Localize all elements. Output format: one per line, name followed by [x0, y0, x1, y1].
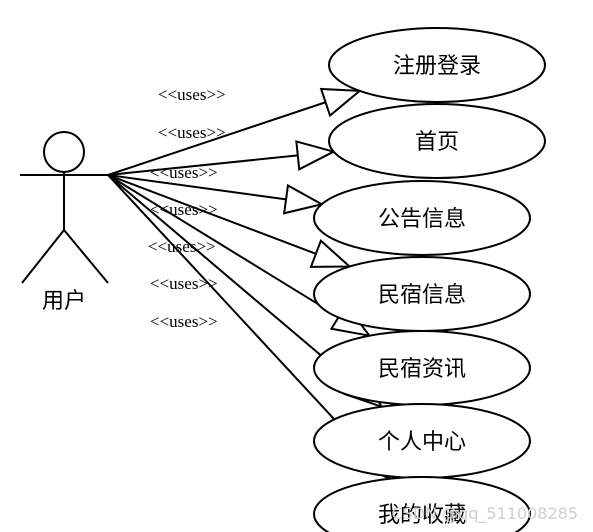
use-case-label: 首页 [415, 130, 459, 155]
association-line-register-login [107, 101, 326, 176]
use-case-homestay-info: 民宿信息 [313, 256, 531, 332]
use-case-ellipse [313, 476, 531, 532]
actor-figure [20, 131, 109, 284]
actor-left-leg [21, 229, 65, 284]
stereotype-label: <<uses>> [148, 237, 216, 256]
use-case-label: 公告信息 [378, 207, 466, 232]
association-line-announcements [107, 174, 287, 201]
watermark: CSDN @qq_511008285 [391, 504, 578, 524]
arrowhead-register-login [319, 87, 363, 118]
stereotype-label: <<uses>> [158, 123, 226, 142]
use-case-ellipse [328, 103, 546, 179]
use-case-ellipse [313, 180, 531, 256]
use-case-my-favorites: 我的收藏 [313, 476, 531, 532]
arrowhead-announcements [282, 183, 325, 215]
stereotype-label: <<uses>> [150, 312, 218, 331]
use-case-ellipse [328, 27, 546, 103]
stereotype-labels: <<uses>> <<uses>> <<uses>> <<uses>> <<uses>>… [148, 85, 226, 331]
association-line-personal-center [107, 174, 355, 385]
use-case-label: 个人中心 [378, 430, 466, 455]
use-case-label: 我的收藏 [378, 503, 466, 528]
actor-label: 用户 [42, 289, 86, 314]
association-line-homestay-info [107, 174, 317, 255]
stereotype-label: <<uses>> [158, 85, 226, 104]
actor-right-leg [63, 229, 109, 284]
use-case-homestay-news: 民宿资讯 [313, 330, 531, 406]
association-line-homestay-news [107, 174, 340, 318]
arrowhead-home [295, 140, 337, 171]
actor-head [43, 131, 85, 173]
arrowhead-homestay-info [309, 238, 353, 268]
association-line-home [107, 154, 298, 176]
use-case-label: 注册登录 [393, 54, 481, 79]
use-case-label: 民宿资讯 [378, 357, 466, 382]
use-case-announcements: 公告信息 [313, 180, 531, 256]
stereotype-label: <<uses>> [150, 274, 218, 293]
association-line-my-favorites [107, 174, 366, 454]
stereotype-label: <<uses>> [150, 163, 218, 182]
use-case-personal-center: 个人中心 [313, 403, 531, 479]
stereotype-label: <<uses>> [150, 200, 218, 219]
use-case-label: 民宿信息 [378, 283, 466, 308]
use-case-home: 首页 [328, 103, 546, 179]
use-case-register-login: 注册登录 [328, 27, 546, 103]
